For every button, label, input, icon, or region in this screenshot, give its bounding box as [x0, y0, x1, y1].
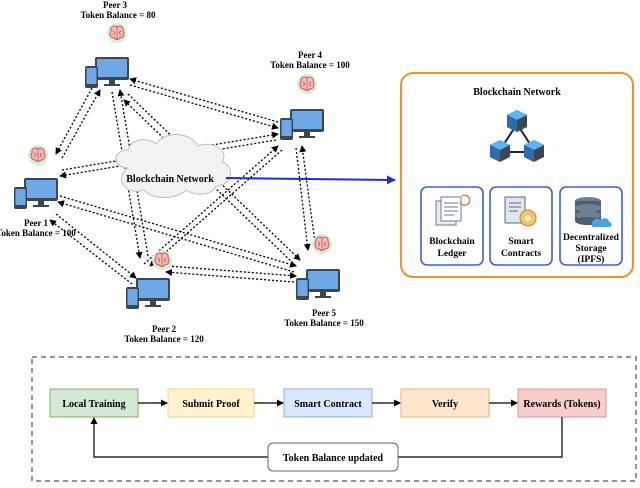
brain-icon: [296, 73, 318, 95]
workflow-step-local-training: Local Training: [49, 388, 139, 418]
step-label: Verify: [432, 399, 458, 410]
workflow-arrows: [90, 399, 563, 458]
brain-icon: [311, 233, 333, 255]
computer-phone-icon: [85, 57, 129, 88]
computer-phone-icon: [280, 109, 324, 140]
network-link-arrow: [225, 175, 396, 185]
brain-icon: [106, 22, 128, 44]
feedback-label: Token Balance updated: [283, 453, 384, 464]
peer-token-balance: Token Balance = 150: [284, 318, 364, 328]
peer-links: [49, 77, 317, 285]
step-label: Rewards (Tokens): [523, 399, 600, 410]
peer-4: Peer 4 Token Balance = 100: [270, 50, 350, 140]
workflow-step-submit-proof: Submit Proof: [167, 388, 255, 418]
peer-token-balance: Token Balance = 100: [0, 228, 76, 238]
brain-icon: [27, 144, 49, 166]
smart-contract-icon: [504, 196, 537, 227]
peer-name: Peer 3: [103, 0, 128, 10]
brain-icon: [151, 249, 173, 271]
token-balance-updated-box: Token Balance updated: [267, 442, 399, 472]
peer-token-balance: Token Balance = 100: [270, 60, 350, 70]
ledger-documents-icon: [435, 194, 471, 226]
component-label-line2: Ledger: [437, 249, 467, 259]
component-label-line3: (IPFS): [578, 254, 605, 265]
computer-phone-icon: [126, 278, 170, 309]
step-label: Local Training: [62, 399, 125, 410]
peer-name: Peer 2: [152, 324, 177, 334]
cloud-label: Blockchain Network: [126, 174, 214, 185]
blockchain-cloud: Blockchain Network: [115, 134, 231, 198]
peer-5: Peer 5 Token Balance = 150: [284, 233, 364, 328]
blockchain-cubes-icon: [490, 110, 544, 162]
step-label: Smart Contract: [294, 399, 362, 410]
workflow-panel: Local Training Submit Proof Smart Contra…: [31, 356, 637, 482]
peer-2: Peer 2 Token Balance = 120: [124, 249, 204, 344]
peer-1: Peer 1 Token Balance = 100: [0, 144, 76, 238]
computer-phone-icon: [296, 269, 340, 300]
component-decentralized-storage: Decentralized Storage (IPFS): [559, 186, 623, 266]
panel-title: Blockchain Network: [473, 87, 561, 98]
peer-name: Peer 4: [298, 50, 323, 60]
peer-name: Peer 5: [312, 308, 337, 318]
database-cloud-icon: [575, 197, 612, 227]
workflow-step-rewards: Rewards (Tokens): [517, 388, 607, 418]
peer-3: Peer 3 Token Balance = 80: [80, 0, 156, 88]
component-label-line1: Blockchain: [429, 237, 475, 247]
peer-name: Peer 1: [24, 218, 49, 228]
peer-token-balance: Token Balance = 80: [80, 10, 156, 20]
component-label-line1: Smart: [508, 237, 534, 247]
computer-phone-icon: [14, 178, 58, 209]
blockchain-network-panel: Blockchain Network: [400, 72, 634, 278]
component-blockchain-ledger: Blockchain Ledger: [420, 186, 484, 266]
workflow-step-smart-contract: Smart Contract: [283, 388, 373, 418]
component-label-line1: Decentralized: [563, 233, 620, 243]
component-smart-contracts: Smart Contracts: [489, 186, 553, 266]
workflow-step-verify: Verify: [400, 388, 490, 418]
step-label: Submit Proof: [182, 399, 240, 410]
peer-token-balance: Token Balance = 120: [124, 334, 204, 344]
component-label-line2: Storage: [575, 244, 606, 254]
component-label-line2: Contracts: [501, 249, 541, 259]
